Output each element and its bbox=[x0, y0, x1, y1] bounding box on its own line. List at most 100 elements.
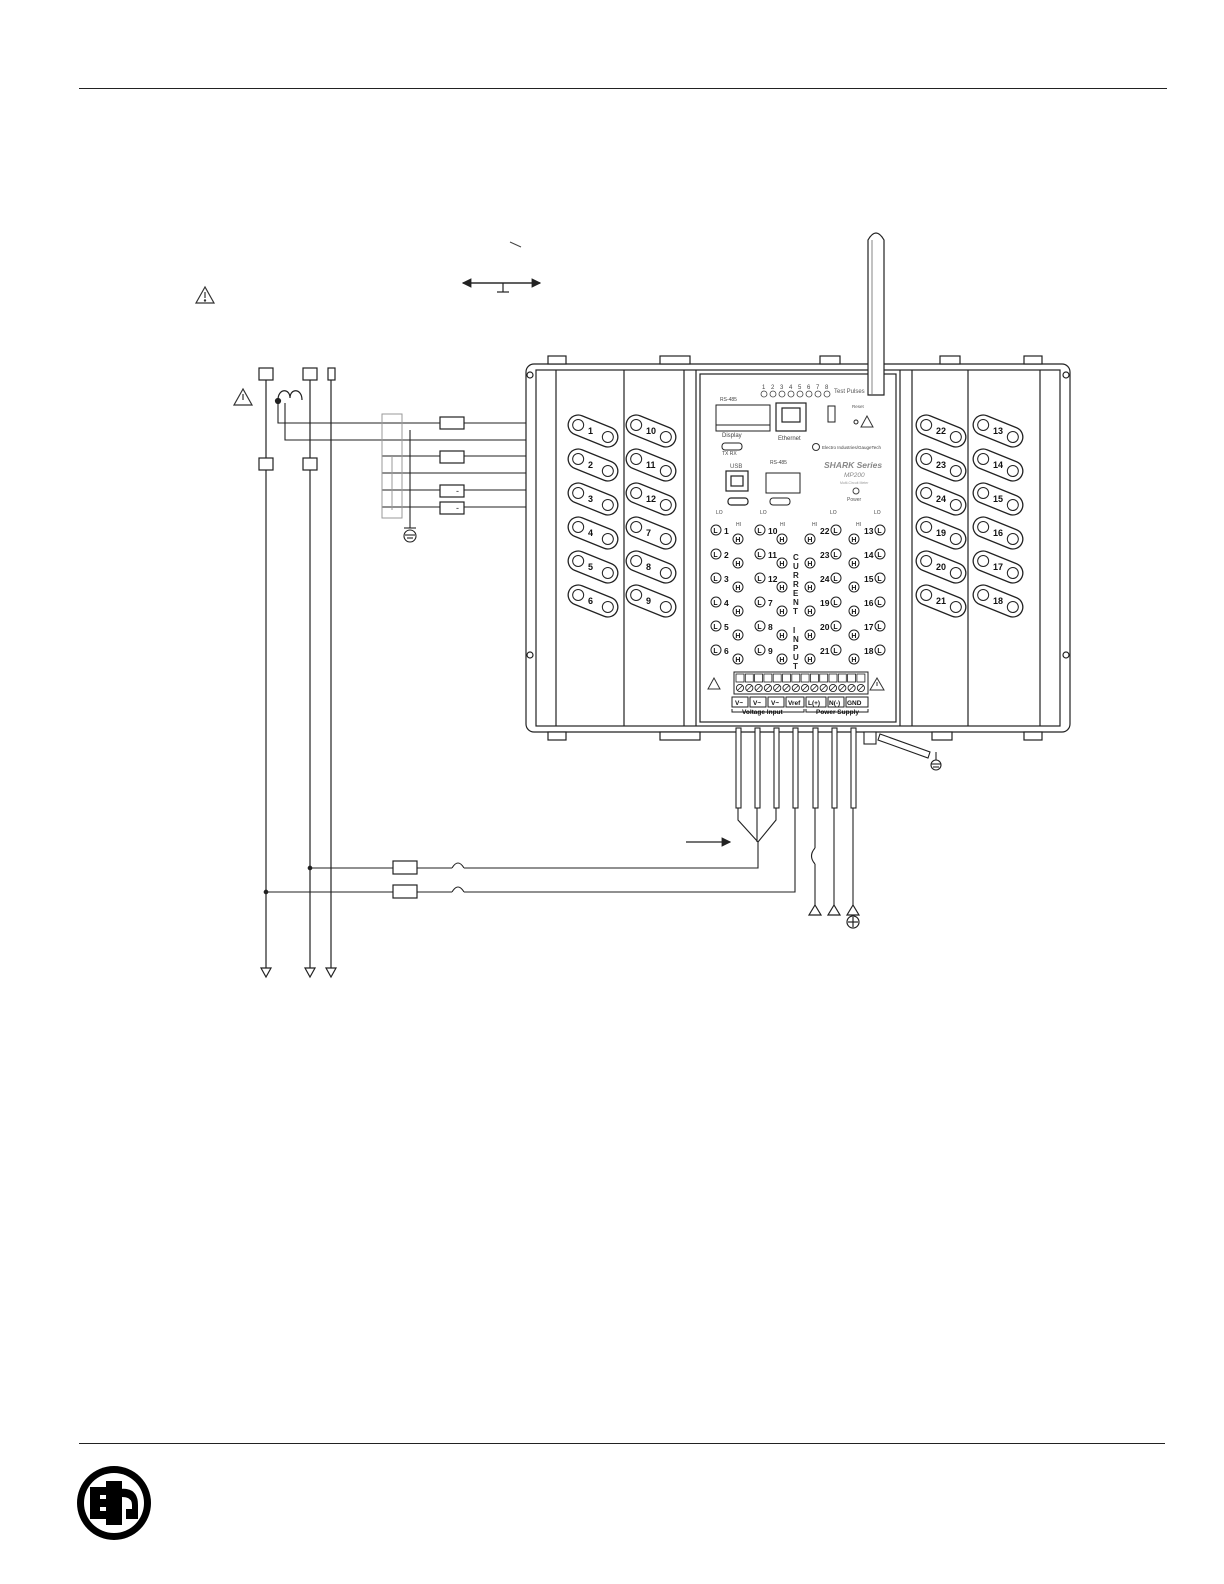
usb-port[interactable] bbox=[725, 470, 749, 506]
ct-slot-21[interactable]: 21 bbox=[913, 582, 969, 620]
current-input-6[interactable]: LH6 bbox=[710, 644, 744, 665]
svg-text:H: H bbox=[735, 633, 740, 640]
current-input-5[interactable]: LH5 bbox=[710, 620, 744, 641]
terminal-neutral: N(-) bbox=[829, 700, 840, 707]
dip-switch[interactable] bbox=[827, 405, 836, 423]
terminal-leads bbox=[735, 727, 857, 809]
current-input-7[interactable]: LH7 bbox=[754, 596, 788, 617]
ct-slot-number: 6 bbox=[588, 596, 593, 606]
ct-slot-13[interactable]: 13 bbox=[970, 412, 1026, 450]
ct-slot-2[interactable]: 2 bbox=[565, 446, 621, 484]
chassis-ground bbox=[863, 731, 942, 771]
ct-slot-4[interactable]: 4 bbox=[565, 514, 621, 552]
ct-slot-3[interactable]: 3 bbox=[565, 480, 621, 518]
terminal-gnd: GND bbox=[847, 700, 862, 707]
phase-ground-symbols bbox=[259, 967, 338, 979]
current-input-number: 14 bbox=[864, 550, 874, 560]
ct-slot-number: 24 bbox=[936, 494, 946, 504]
terminal-warning-left-icon bbox=[707, 676, 721, 690]
hi-label: HI bbox=[780, 522, 785, 528]
pointer-arrow-icon bbox=[509, 241, 522, 248]
current-input-number: 15 bbox=[864, 574, 874, 584]
ct-slot-7[interactable]: 7 bbox=[623, 514, 679, 552]
ct-slot-1[interactable]: 1 bbox=[565, 412, 621, 450]
ct-slot-number: 5 bbox=[588, 562, 593, 572]
ct-slot-number: 3 bbox=[588, 494, 593, 504]
ct-slot-23[interactable]: 23 bbox=[913, 446, 969, 484]
current-input-1[interactable]: LH1 bbox=[710, 524, 744, 545]
ct-slot-19[interactable]: 19 bbox=[913, 514, 969, 552]
ct-slot-12[interactable]: 12 bbox=[623, 480, 679, 518]
current-input-number: 18 bbox=[864, 646, 874, 656]
ct-slot-11[interactable]: 11 bbox=[623, 446, 679, 484]
current-input-4[interactable]: LH4 bbox=[710, 596, 744, 617]
voltage-fuses bbox=[392, 860, 418, 899]
ct-slot-18[interactable]: 18 bbox=[970, 582, 1026, 620]
reset-button[interactable] bbox=[853, 419, 859, 425]
svg-text:L: L bbox=[757, 624, 762, 631]
pulse-led bbox=[796, 390, 804, 398]
current-input-3[interactable]: LH3 bbox=[710, 572, 744, 593]
ct-slot-5[interactable]: 5 bbox=[565, 548, 621, 586]
earth-ground-left-icon bbox=[403, 529, 417, 543]
ct-slot-24[interactable]: 24 bbox=[913, 480, 969, 518]
svg-text:H: H bbox=[851, 561, 856, 568]
line-fuse-blocks bbox=[258, 367, 336, 471]
pulse-led bbox=[787, 390, 795, 398]
ct-slot-number: 21 bbox=[936, 596, 946, 606]
ground-bus-icon bbox=[461, 278, 542, 293]
svg-text:L: L bbox=[713, 576, 718, 583]
current-input-number: 2 bbox=[724, 550, 729, 560]
ct-slot-14[interactable]: 14 bbox=[970, 446, 1026, 484]
current-input-8[interactable]: LH8 bbox=[754, 620, 788, 641]
current-input-number: 19 bbox=[820, 598, 830, 608]
current-input-number: 23 bbox=[820, 550, 830, 560]
ethernet-port[interactable] bbox=[775, 402, 807, 432]
ct-slot-10[interactable]: 10 bbox=[623, 412, 679, 450]
ct-slot-20[interactable]: 20 bbox=[913, 548, 969, 586]
current-input-grid: LOHILH1LH2LH3LH4LH5LH6LOHILH10LH11LH12LH… bbox=[710, 510, 886, 665]
current-input-2[interactable]: LH2 bbox=[710, 548, 744, 569]
ct-slot-15[interactable]: 15 bbox=[970, 480, 1026, 518]
ct-slot-8[interactable]: 8 bbox=[623, 548, 679, 586]
svg-text:L: L bbox=[757, 528, 762, 535]
svg-text:L: L bbox=[757, 648, 762, 655]
ct-slot-6[interactable]: 6 bbox=[565, 582, 621, 620]
panel-warning-icon bbox=[860, 414, 874, 428]
ct-slot-17[interactable]: 17 bbox=[970, 548, 1026, 586]
current-input-9[interactable]: LH9 bbox=[754, 644, 788, 665]
rs485-label: RS-485 bbox=[720, 397, 737, 403]
svg-text:L: L bbox=[877, 576, 882, 583]
ct-slot-16[interactable]: 16 bbox=[970, 514, 1026, 552]
ct-slot-22[interactable]: 22 bbox=[913, 412, 969, 450]
eig-logo bbox=[77, 1466, 151, 1540]
ct-slot-number: 18 bbox=[993, 596, 1003, 606]
svg-text:L: L bbox=[833, 528, 838, 535]
ct-slot-9[interactable]: 9 bbox=[623, 582, 679, 620]
svg-text:L: L bbox=[713, 624, 718, 631]
svg-text:H: H bbox=[807, 537, 812, 544]
rs485-port[interactable] bbox=[765, 472, 801, 506]
lo-label: LO bbox=[830, 510, 837, 516]
model-label: MP200 bbox=[844, 472, 865, 479]
ct-slot-number: 22 bbox=[936, 426, 946, 436]
pulse-led bbox=[823, 390, 831, 398]
antenna bbox=[867, 232, 885, 396]
current-input-number: 11 bbox=[768, 550, 777, 560]
